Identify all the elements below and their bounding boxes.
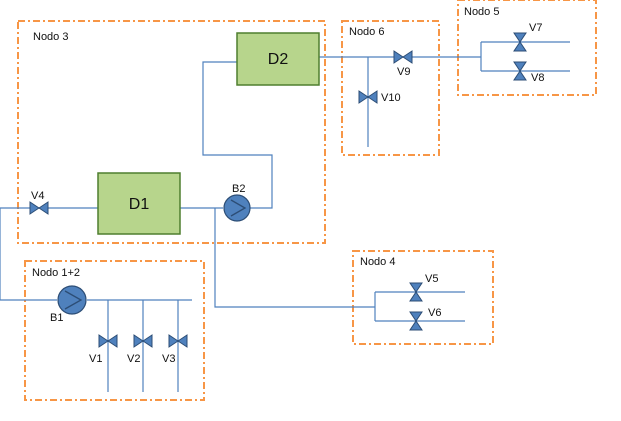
valve-v7-label: V7 bbox=[529, 22, 542, 34]
node-box-nodo3 bbox=[17, 20, 326, 244]
pipe-to-nodo4 bbox=[214, 208, 375, 308]
valve-v1 bbox=[98, 334, 118, 348]
tank-d1 bbox=[97, 172, 181, 235]
valve-v10-label: V10 bbox=[381, 92, 401, 104]
pump-b1-label: B1 bbox=[50, 312, 63, 324]
valve-v9 bbox=[393, 50, 413, 64]
pump-b2 bbox=[223, 194, 251, 222]
valve-v10 bbox=[358, 90, 378, 104]
pump-b2-label: B2 bbox=[232, 183, 245, 195]
valve-v6 bbox=[409, 311, 423, 331]
valve-v2 bbox=[133, 334, 153, 348]
pump-b1 bbox=[57, 285, 87, 315]
valve-v4-label: V4 bbox=[31, 190, 44, 202]
valve-v5-label: V5 bbox=[425, 273, 438, 285]
tank-d2-label: D2 bbox=[268, 51, 289, 68]
valve-v2-label: V2 bbox=[127, 353, 140, 365]
node-label-nodo3: Nodo 3 bbox=[33, 31, 68, 43]
valve-v7 bbox=[513, 32, 527, 52]
valve-v9-label: V9 bbox=[397, 66, 410, 78]
valve-v3 bbox=[168, 334, 188, 348]
node-box-nodo5 bbox=[457, 0, 597, 96]
node-box-nodo4 bbox=[352, 250, 494, 345]
pipe-b2-d2 bbox=[202, 61, 273, 209]
valve-v8 bbox=[513, 61, 527, 81]
tank-d2 bbox=[236, 32, 320, 86]
valve-v3-label: V3 bbox=[162, 353, 175, 365]
node-label-nodo4: Nodo 4 bbox=[360, 256, 395, 268]
tank-d1-label: D1 bbox=[129, 196, 150, 213]
valve-v6-label: V6 bbox=[428, 307, 441, 319]
valve-v8-label: V8 bbox=[531, 72, 544, 84]
node-box-nodo6 bbox=[341, 20, 440, 156]
valve-v5 bbox=[409, 282, 423, 302]
node-box-nodo12 bbox=[24, 260, 205, 401]
node-label-nodo6: Nodo 6 bbox=[349, 26, 384, 38]
node-label-nodo12: Nodo 1+2 bbox=[32, 267, 80, 279]
valve-v4 bbox=[29, 201, 49, 215]
valve-v1-label: V1 bbox=[89, 353, 102, 365]
node-label-nodo5: Nodo 5 bbox=[464, 6, 499, 18]
